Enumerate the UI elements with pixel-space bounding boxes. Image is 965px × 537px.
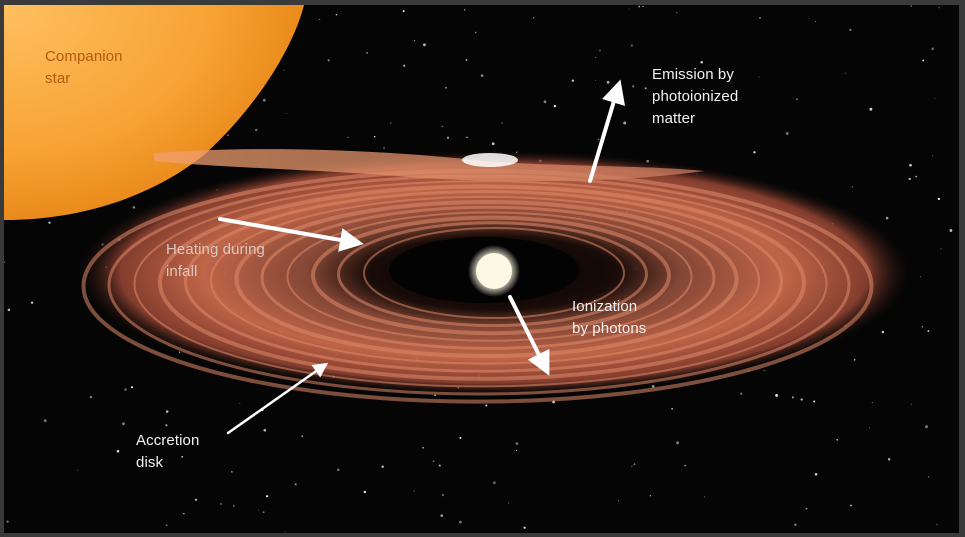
heating-arrow — [218, 217, 364, 252]
ionization-label: Ionization by photons — [572, 298, 647, 337]
heating-label: Heating during infall — [166, 241, 265, 280]
annotation-arrows — [218, 79, 626, 435]
emission-arrow — [588, 79, 626, 183]
emission-label: Emission by photoionized matter — [652, 66, 739, 127]
companion-star — [4, 5, 304, 220]
ionization-arrow — [508, 295, 550, 376]
accretion-disk-illustration: Companion star Emission by photoionized … — [4, 5, 959, 533]
accretion-disk-arrow — [226, 362, 329, 435]
scene-graphic — [4, 5, 953, 533]
mass-transfer-stream — [154, 149, 704, 182]
companion-star-label: Companion star — [45, 48, 123, 87]
hot-spot — [462, 153, 518, 167]
accretion-disk-label: Accretion disk — [136, 432, 200, 471]
